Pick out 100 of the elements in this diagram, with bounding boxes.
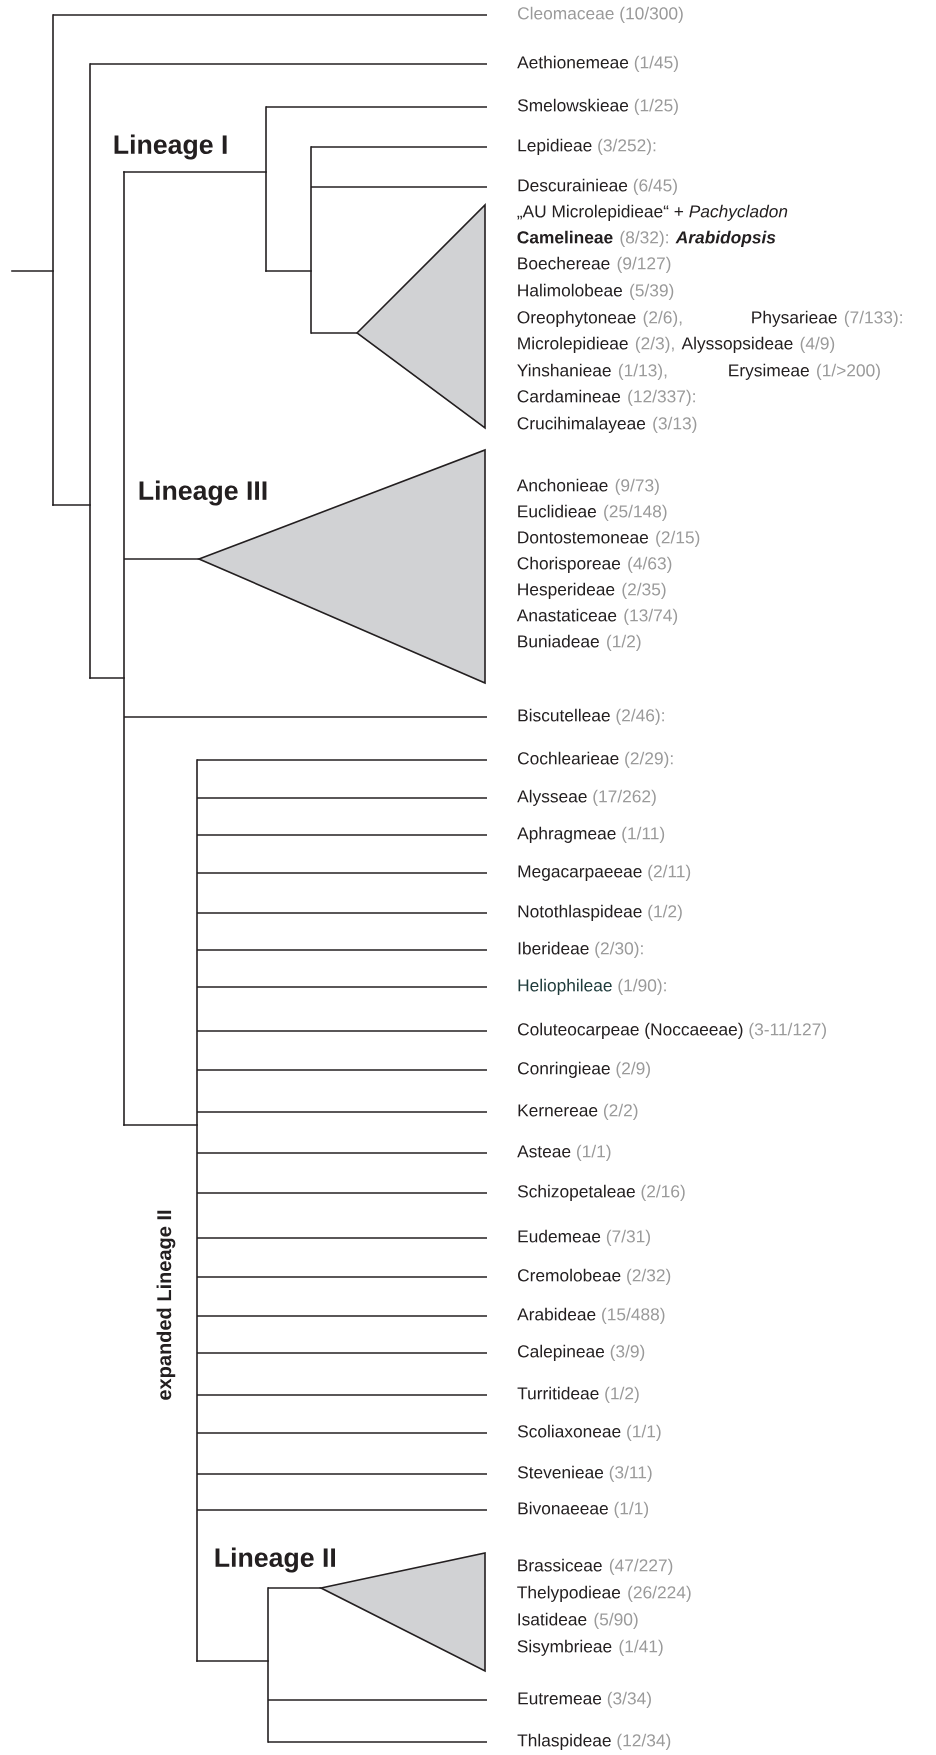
taxon-label: (5/90) [594, 1612, 638, 1629]
branch-line [196, 1276, 488, 1278]
taxon-label: Notothlaspideae (1/2) [518, 904, 682, 921]
taxon-label: Anastaticeae [516, 608, 617, 622]
taxon-label: Camelineae [517, 230, 613, 244]
branch-line [196, 1111, 488, 1113]
taxon-label: (2/15) [656, 530, 700, 547]
branch-line [265, 106, 488, 108]
taxon-label: Alysseae (17/262) [517, 789, 656, 806]
taxon-label: Coluteocarpeae (Noccaeeae) (3-11/127) [518, 1022, 826, 1039]
taxon-label: Cardamineae [517, 389, 621, 403]
taxon-label: (8/32): [620, 230, 668, 247]
taxon-label: Physarieae [752, 310, 837, 327]
clade-label: expanded Lineage II [156, 1210, 176, 1400]
branch-line [196, 1069, 488, 1071]
taxon-label: (26/224) [628, 1585, 691, 1602]
branch-line [310, 186, 488, 188]
taxon-label: Schizopetaleae (2/16) [517, 1184, 685, 1201]
branch-line [123, 716, 488, 718]
taxon-label: Biscutelleae (2/46): [518, 708, 664, 725]
taxon-label: (5/39) [630, 283, 674, 300]
taxon-label: Scoliaxoneae (1/1) [517, 1424, 661, 1441]
taxon-label: Euclidieae [518, 504, 596, 518]
taxon-label: Arabidopsis [675, 230, 776, 247]
taxon-label: Stevenieae (3/11) [517, 1465, 652, 1482]
taxon-label: Lepidieae (3/252): [518, 138, 656, 155]
taxon-label: (1/>200) [817, 363, 880, 380]
taxon-label: (13/74) [624, 608, 678, 625]
taxon-label: Boechereae [518, 256, 610, 270]
branch-line [196, 759, 488, 761]
taxon-label: Aphragmeae (1/11) [517, 826, 665, 843]
branch-line [267, 1587, 322, 1589]
taxon-label: Thelypodieae [517, 1585, 621, 1602]
taxon-label: (47/227) [609, 1558, 673, 1575]
branch-line [196, 1394, 488, 1396]
taxon-label: Oreophytoneae [517, 310, 636, 327]
taxon-label: (7/133): [844, 310, 902, 327]
taxon-label: Bivonaeeae (1/1) [518, 1501, 649, 1518]
taxon-label: Cremolobeae (2/32) [518, 1268, 671, 1285]
branch-line [196, 797, 488, 799]
branch-line [52, 14, 488, 16]
taxon-label: Erysimeae [729, 363, 809, 380]
taxon-label: Arabideae (15/488) [517, 1307, 665, 1324]
taxon-label: Anchonieae [516, 478, 608, 492]
taxon-label: (9/127) [617, 256, 671, 273]
taxon-label: (2/6), [643, 310, 682, 327]
taxon-label: Alyssopsideae [681, 336, 793, 353]
taxon-label: (1/2) [607, 634, 641, 651]
taxon-label: Conringieae (2/9) [518, 1061, 650, 1078]
taxon-label: Cleomaceae (10/300) [518, 6, 683, 23]
branch-line [196, 1473, 488, 1475]
clade-label: Lineage I [114, 134, 227, 160]
taxon-label: (3/13) [653, 416, 697, 433]
taxon-label: Aethionemeae (1/45) [517, 55, 678, 72]
taxon-label: Brassiceae [518, 1558, 602, 1572]
clade-label: Lineage III [139, 480, 267, 506]
branch-line [267, 1741, 488, 1743]
taxon-label: (1/13), [618, 363, 667, 380]
taxon-label: (4/63) [628, 556, 672, 573]
branch-line [196, 912, 488, 914]
taxon-label: Yinshanieae [517, 363, 611, 377]
branch-line [196, 872, 488, 874]
branch-line [196, 986, 488, 988]
taxon-label: Megacarpaeeae (2/11) [518, 864, 691, 881]
branch-line [196, 1192, 488, 1194]
branch-line [89, 63, 488, 65]
branch-line [196, 1509, 488, 1511]
branch-line [310, 146, 488, 148]
taxon-label: Eutremeae (3/34) [518, 1691, 651, 1708]
taxon-label: Buniadeae [518, 634, 599, 648]
branch-line [123, 558, 200, 560]
taxon-label: Microlepidieae [518, 336, 628, 353]
taxon-label: (12/337): [628, 389, 695, 406]
taxon-label: Asteae (1/1) [517, 1144, 611, 1161]
branch-line [196, 1315, 488, 1317]
taxon-label: Kernereae (2/2) [518, 1103, 638, 1120]
taxon-label: Sisymbrieae [517, 1639, 612, 1656]
branch-line [196, 834, 488, 836]
taxon-label: Eudemeae (7/31) [518, 1229, 650, 1246]
taxon-label: Calepineae (3/9) [518, 1344, 645, 1361]
branch-line [196, 1352, 488, 1354]
taxon-label: (25/148) [604, 504, 667, 521]
taxon-label: Smelowskieae (1/25) [517, 98, 678, 115]
taxon-label: Crucihimalayeae [517, 416, 646, 433]
taxon-label: „AU Microlepidieae“ + Pachycladon [517, 204, 788, 221]
taxon-label: Hesperideae [518, 582, 615, 599]
taxon-label: (4/9) [800, 336, 835, 353]
branch-line [196, 1152, 488, 1154]
branch-line [196, 1432, 488, 1434]
branch-line [196, 1030, 488, 1032]
taxon-label: Descurainieae (6/45) [518, 178, 677, 195]
taxon-label: Chorisporeae [517, 556, 621, 573]
taxon-label: (1/41) [619, 1639, 663, 1656]
branch-line [196, 949, 488, 951]
taxon-label: (2/35) [622, 582, 666, 599]
branch-line [267, 1699, 488, 1701]
taxon-label: Turritideae (1/2) [517, 1386, 639, 1403]
taxon-label: (2/3), [635, 336, 674, 353]
taxon-label: Halimolobeae [518, 283, 622, 297]
branch-line [310, 332, 358, 334]
